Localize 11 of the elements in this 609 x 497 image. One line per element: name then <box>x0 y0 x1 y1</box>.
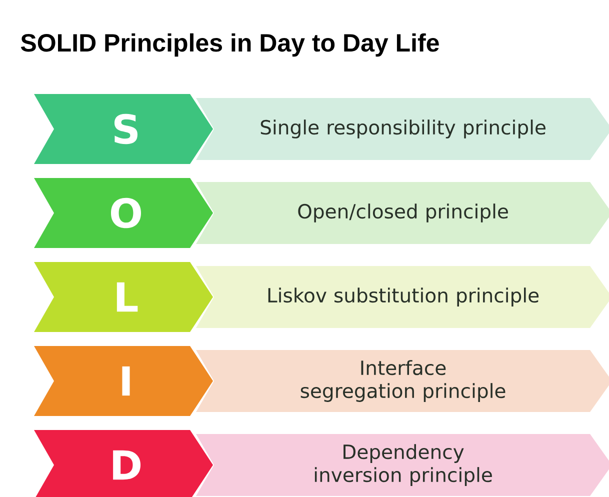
principle-band: Single responsibility principle <box>196 98 609 160</box>
letter-tag: L <box>34 262 213 332</box>
letter-tag: S <box>34 94 213 164</box>
principle-band: Dependency inversion principle <box>196 434 609 496</box>
principle-band: Open/closed principle <box>196 182 609 244</box>
letter-tag: O <box>34 178 213 248</box>
title: SOLID Principles in Day to Day Life <box>20 33 439 57</box>
letter-tag: I <box>34 346 213 416</box>
principle-band: Liskov substitution principle <box>196 266 609 328</box>
letter-tag: D <box>34 430 213 497</box>
principle-band: Interface segregation principle <box>196 350 609 412</box>
